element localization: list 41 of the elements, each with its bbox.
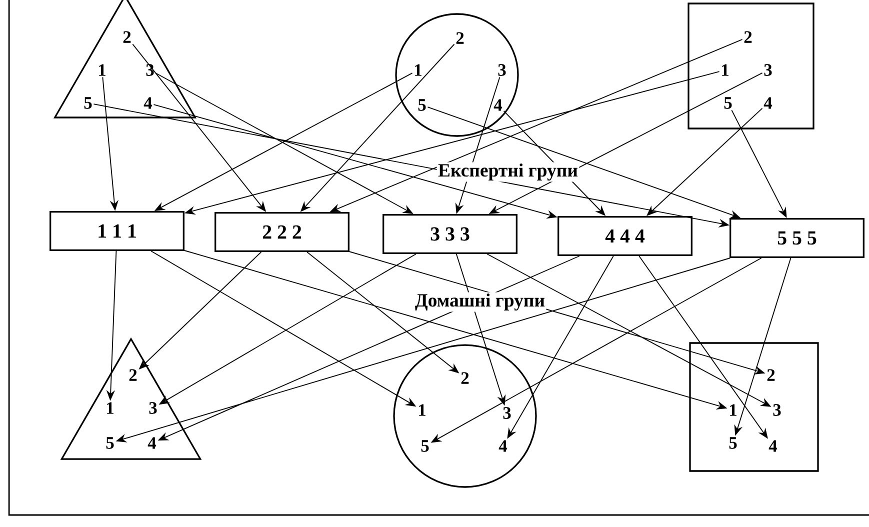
- home-group-square: [688, 2, 814, 130]
- expert-group-box: 1 1 1: [50, 211, 184, 251]
- home-group-square: [689, 342, 819, 472]
- expert-group-box: 5 5 5: [730, 218, 864, 258]
- expert-group-box: 4 4 4: [558, 216, 692, 256]
- group-label: Домашні групи: [414, 292, 546, 312]
- member-number: 5: [418, 99, 426, 111]
- member-number: 5: [84, 97, 92, 109]
- member-number: 3: [498, 64, 506, 76]
- member-number: 2: [123, 31, 131, 43]
- member-number: 5: [729, 437, 737, 449]
- member-number: 2: [129, 369, 137, 381]
- member-number: 5: [724, 97, 732, 109]
- member-number: 2: [767, 369, 775, 381]
- member-number: 1: [722, 64, 728, 76]
- expert-group-box: 2 2 2: [214, 212, 350, 252]
- member-number: 4: [768, 440, 778, 452]
- member-number: 4: [494, 99, 502, 111]
- member-number: 5: [421, 440, 429, 452]
- home-group-circle: [393, 344, 537, 488]
- member-number: 1: [730, 404, 736, 416]
- group-label: Експертні групи: [436, 162, 580, 182]
- member-number: 4: [764, 97, 772, 109]
- member-number: 4: [148, 437, 156, 449]
- member-number: 1: [415, 64, 422, 76]
- member-number: 3: [503, 407, 511, 419]
- member-number: 3: [149, 402, 157, 414]
- member-number: 2: [456, 32, 464, 44]
- expert-group-box: 3 3 3: [382, 214, 518, 254]
- member-number: 1: [419, 404, 426, 416]
- member-number: 3: [146, 64, 154, 76]
- member-number: 3: [764, 64, 772, 76]
- member-number: 1: [99, 64, 106, 76]
- member-number: 4: [498, 440, 508, 452]
- member-number: 2: [461, 372, 469, 384]
- member-number: 1: [107, 402, 114, 414]
- home-group-circle: [395, 13, 519, 137]
- member-number: 4: [144, 97, 152, 109]
- member-number: 2: [744, 31, 752, 43]
- member-number: 3: [773, 404, 781, 416]
- member-number: 5: [106, 437, 114, 449]
